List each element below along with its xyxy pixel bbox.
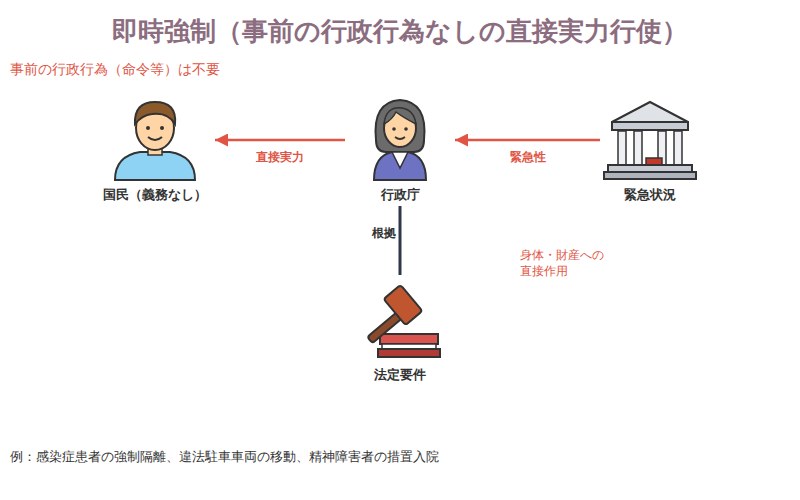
citizen-eye (160, 126, 164, 130)
edge-label: 根拠 (372, 224, 396, 241)
official-fringe (384, 108, 416, 124)
official-smile (395, 137, 405, 139)
building-icon (604, 102, 696, 179)
citizen-eye (146, 126, 150, 130)
basis-line (399, 206, 402, 275)
official-hair-back (376, 100, 425, 152)
gavel-icon (367, 285, 440, 357)
edge-label: 直接実力 (256, 149, 304, 166)
node-label: 法定要件 (374, 366, 426, 386)
citizen-smile (148, 137, 162, 140)
building-column (618, 131, 626, 165)
effect-note: 身体・財産への 直接作用 (520, 247, 612, 279)
building-roof (612, 102, 688, 122)
flow-arrow (215, 139, 345, 142)
legal-requirement-node: 法定要件 (345, 275, 455, 386)
building-step (608, 165, 692, 172)
example-caption: 例：感染症患者の強制隔離、違法駐車車両の移動、精神障害者の措置入院 (10, 448, 439, 466)
citizen-shirt (115, 152, 195, 180)
agency-node: 行政庁 (345, 95, 455, 206)
building-beam (612, 122, 688, 130)
book-top (380, 334, 438, 344)
node-label: 国民（義務なし） (103, 186, 207, 206)
emergency-node: 緊急状況 (600, 95, 700, 206)
diagram-title: 即時強制（事前の行政行為なしの直接実力行使） (0, 14, 800, 49)
flow-arrow (455, 139, 600, 142)
building-column (634, 131, 642, 165)
citizen-hair (135, 102, 175, 124)
note-label: 事前の行政行為（命令等）は不要 (10, 60, 220, 79)
citizen-icon (115, 102, 195, 180)
official-suit (374, 152, 426, 180)
book-bottom (378, 349, 440, 357)
node-label: 行政庁 (381, 186, 420, 206)
node-label: 緊急状況 (624, 186, 676, 206)
citizen-node: 国民（義務なし） (95, 100, 215, 206)
building-step (604, 172, 696, 179)
official-collar (392, 152, 408, 168)
official-icon (374, 100, 426, 180)
gavel-head (384, 285, 423, 325)
official-eye (404, 127, 408, 131)
edge-label: 緊急性 (510, 149, 546, 166)
building-column (674, 131, 682, 165)
official-eye (392, 127, 396, 131)
